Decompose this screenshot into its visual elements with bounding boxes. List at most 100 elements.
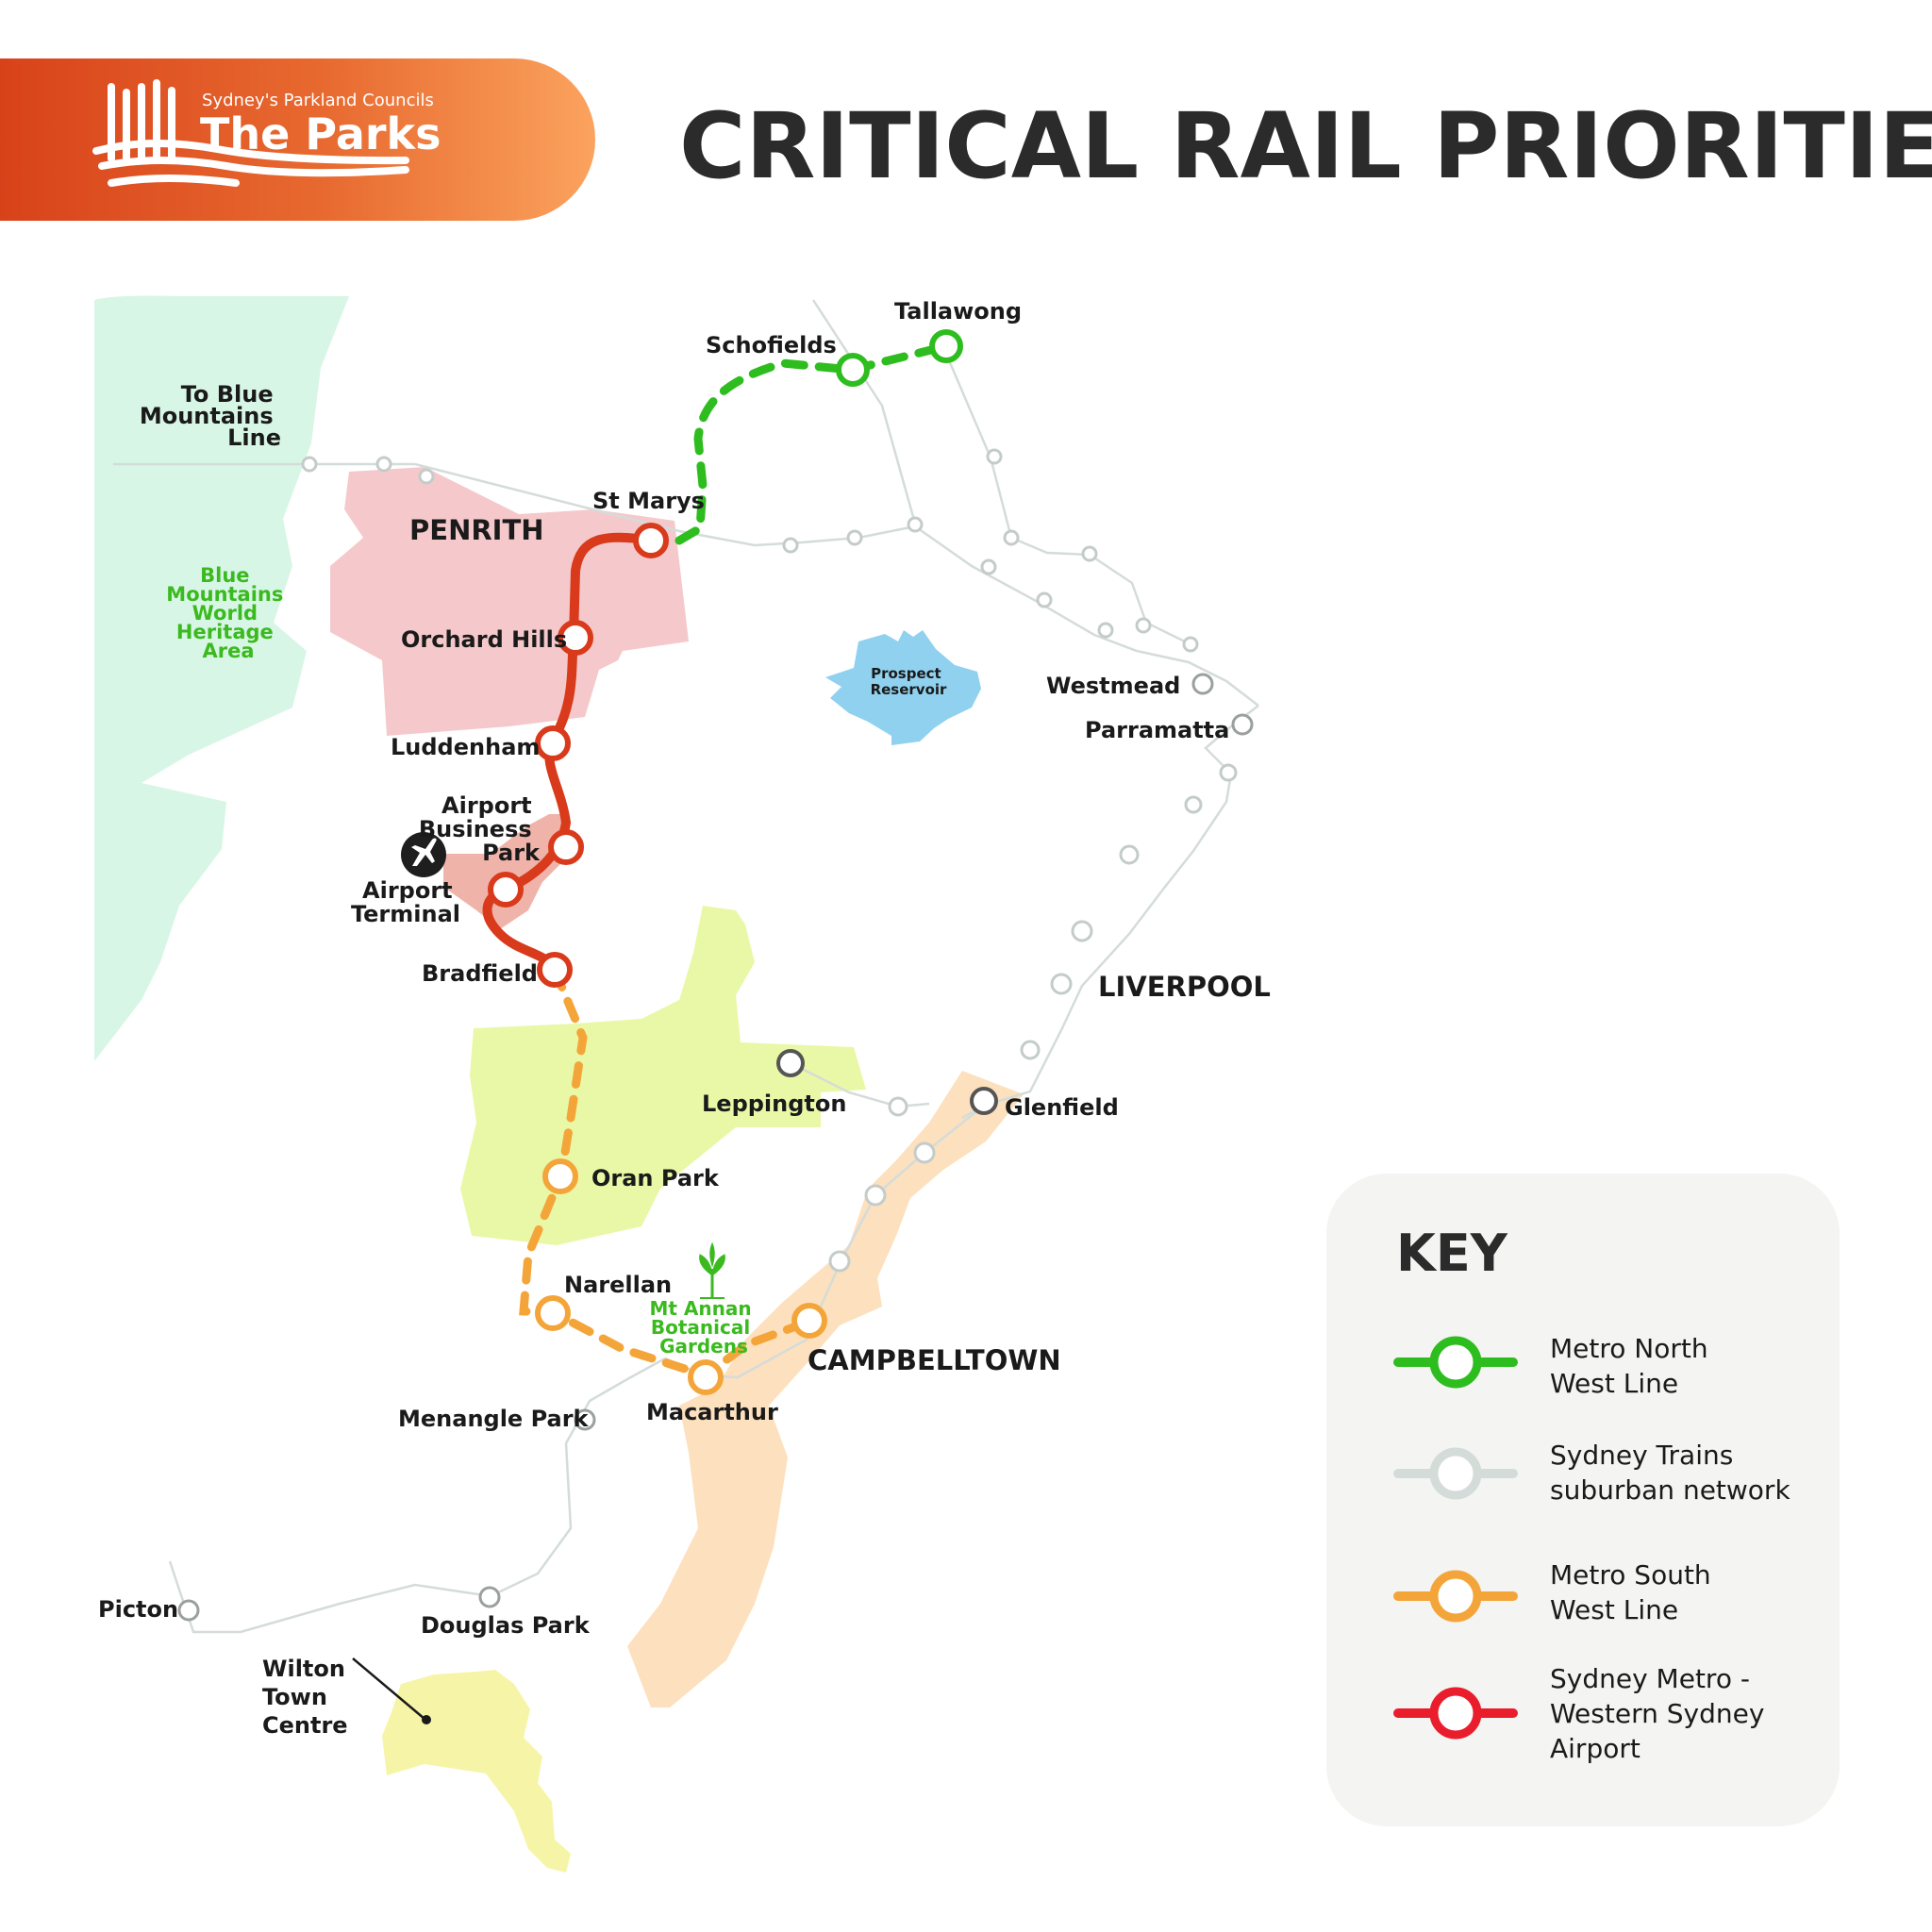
label-st-marys: St Marys <box>592 488 705 514</box>
legend-line-icon <box>1429 1336 1482 1389</box>
airport-icon <box>401 832 446 877</box>
label-heritage-area: Blue Mountains World Heritage Area <box>166 564 290 662</box>
station-dot <box>846 529 863 546</box>
legend-item-suburban: Sydney Trains suburban network <box>1393 1440 1790 1506</box>
station-dot <box>1036 591 1053 608</box>
station-luddenham <box>535 725 571 761</box>
station-menangle-park <box>574 1408 596 1431</box>
station-dot <box>1184 795 1203 814</box>
station-dot <box>1182 636 1199 653</box>
interchange-stations <box>776 1049 998 1115</box>
station-dot <box>980 558 997 575</box>
label-leppington: Leppington <box>702 1091 846 1117</box>
legend-line-icon <box>1429 1447 1482 1500</box>
station-dot <box>888 1096 908 1117</box>
label-oran-park: Oran Park <box>591 1165 720 1191</box>
sprout-icon <box>699 1241 725 1299</box>
label-bradfield: Bradfield <box>422 960 538 987</box>
station-dot <box>1119 844 1140 865</box>
campbelltown-area <box>627 1071 1024 1707</box>
station-dot <box>1219 763 1238 782</box>
label-douglas-park: Douglas Park <box>421 1612 591 1639</box>
metro-south-west-line <box>519 965 816 1380</box>
legend-line-icon <box>1429 1687 1482 1740</box>
label-airport-business-park: Airport Business Park <box>419 792 541 866</box>
svg-text:Metro North West Line: Metro North West Line <box>1550 1333 1717 1399</box>
station-dot <box>301 456 318 473</box>
label-airport-terminal: Airport Terminal <box>351 877 460 927</box>
station-campbelltown <box>791 1303 827 1339</box>
station-glenfield <box>970 1087 998 1115</box>
label-narellan: Narellan <box>564 1272 672 1298</box>
svg-text:Sydney Metro - Western: Sydney Metro - Western Sydney Airport <box>1550 1663 1773 1764</box>
label-macarthur: Macarthur <box>646 1399 778 1425</box>
penrith-area <box>330 467 689 736</box>
label-parramatta: Parramatta <box>1085 717 1229 743</box>
station-macarthur <box>688 1359 724 1395</box>
station-tallawong <box>929 329 963 363</box>
legend-item-western-sydney-airport: Sydney Metro - Western Sydney Airport <box>1393 1663 1773 1764</box>
suburban-stations <box>301 448 1238 1273</box>
org-small-name: Sydney's Parkland Councils <box>202 91 434 110</box>
station-orchard-hills <box>558 620 593 656</box>
station-dot <box>913 1141 936 1164</box>
label-orchard-hills: Orchard Hills <box>401 626 567 653</box>
station-dot <box>986 448 1003 465</box>
station-dot <box>1020 1040 1041 1060</box>
station-dot <box>907 516 924 533</box>
station-dot <box>1135 617 1152 634</box>
svg-text:Sydney Trains suburban: Sydney Trains suburban network <box>1550 1440 1790 1506</box>
wilton-pointer <box>352 1657 431 1724</box>
station-narellan <box>535 1295 571 1331</box>
station-picton <box>177 1599 200 1622</box>
page-title: CRITICAL RAIL PRIORITIES <box>679 93 1932 199</box>
orange-stations <box>535 1158 827 1395</box>
legend-line-icon <box>1429 1570 1482 1623</box>
metro-north-west-line <box>675 341 951 545</box>
label-liverpool: LIVERPOOL <box>1098 971 1271 1003</box>
station-dot <box>782 537 799 554</box>
label-menangle-park: Menangle Park <box>398 1406 590 1432</box>
legend: KEY Metro North West Line Sydney Trains … <box>1326 1174 1840 1826</box>
station-dot <box>1050 973 1073 995</box>
liverpool-area <box>460 906 866 1245</box>
label-luddenham: Luddenham <box>391 734 540 760</box>
label-picton: Picton <box>98 1596 178 1623</box>
prospect-reservoir <box>825 630 981 745</box>
suburban-major-stations <box>177 673 1254 1622</box>
station-schofields <box>836 353 870 387</box>
label-botanic-gardens: Mt Annan Botanical Gardens <box>649 1297 758 1357</box>
wilton-area <box>382 1670 571 1873</box>
airport-line <box>482 532 656 974</box>
station-bradfield <box>537 952 573 988</box>
label-tallawong: Tallawong <box>894 298 1022 325</box>
station-douglas-park <box>478 1586 501 1608</box>
station-dot <box>418 468 435 485</box>
station-parramatta <box>1231 713 1254 736</box>
station-leppington <box>776 1049 805 1077</box>
heritage-area <box>94 295 349 1061</box>
legend-item-metro-south-west: Metro South West Line <box>1393 1559 1720 1625</box>
station-dot <box>864 1184 887 1207</box>
label-blue-mountains-line: To Blue Mountains Line <box>140 381 281 451</box>
label-penrith: PENRITH <box>409 514 544 546</box>
station-dot <box>1097 622 1114 639</box>
legend-item-metro-north-west: Metro North West Line <box>1393 1333 1717 1399</box>
airport-area <box>443 814 571 929</box>
station-dot <box>1071 920 1093 942</box>
green-stations <box>836 329 963 387</box>
red-stations <box>488 523 669 988</box>
station-airport-business-park <box>548 829 584 865</box>
station-oran-park <box>542 1158 578 1194</box>
map-labels: To Blue Mountains Line Blue Mountains Wo… <box>98 298 1271 1739</box>
label-wilton-town-centre: Wilton Town Centre <box>262 1656 353 1739</box>
org-big-name: The Parks <box>200 108 441 159</box>
station-dot <box>1003 529 1020 546</box>
svg-text:Metro South West Line: Metro South West Line <box>1550 1559 1720 1625</box>
station-dot <box>375 456 392 473</box>
station-dot <box>1081 545 1098 562</box>
station-dot <box>828 1250 851 1273</box>
label-glenfield: Glenfield <box>1005 1094 1119 1121</box>
station-airport-terminal <box>488 872 524 908</box>
label-campbelltown: CAMPBELLTOWN <box>808 1344 1061 1376</box>
